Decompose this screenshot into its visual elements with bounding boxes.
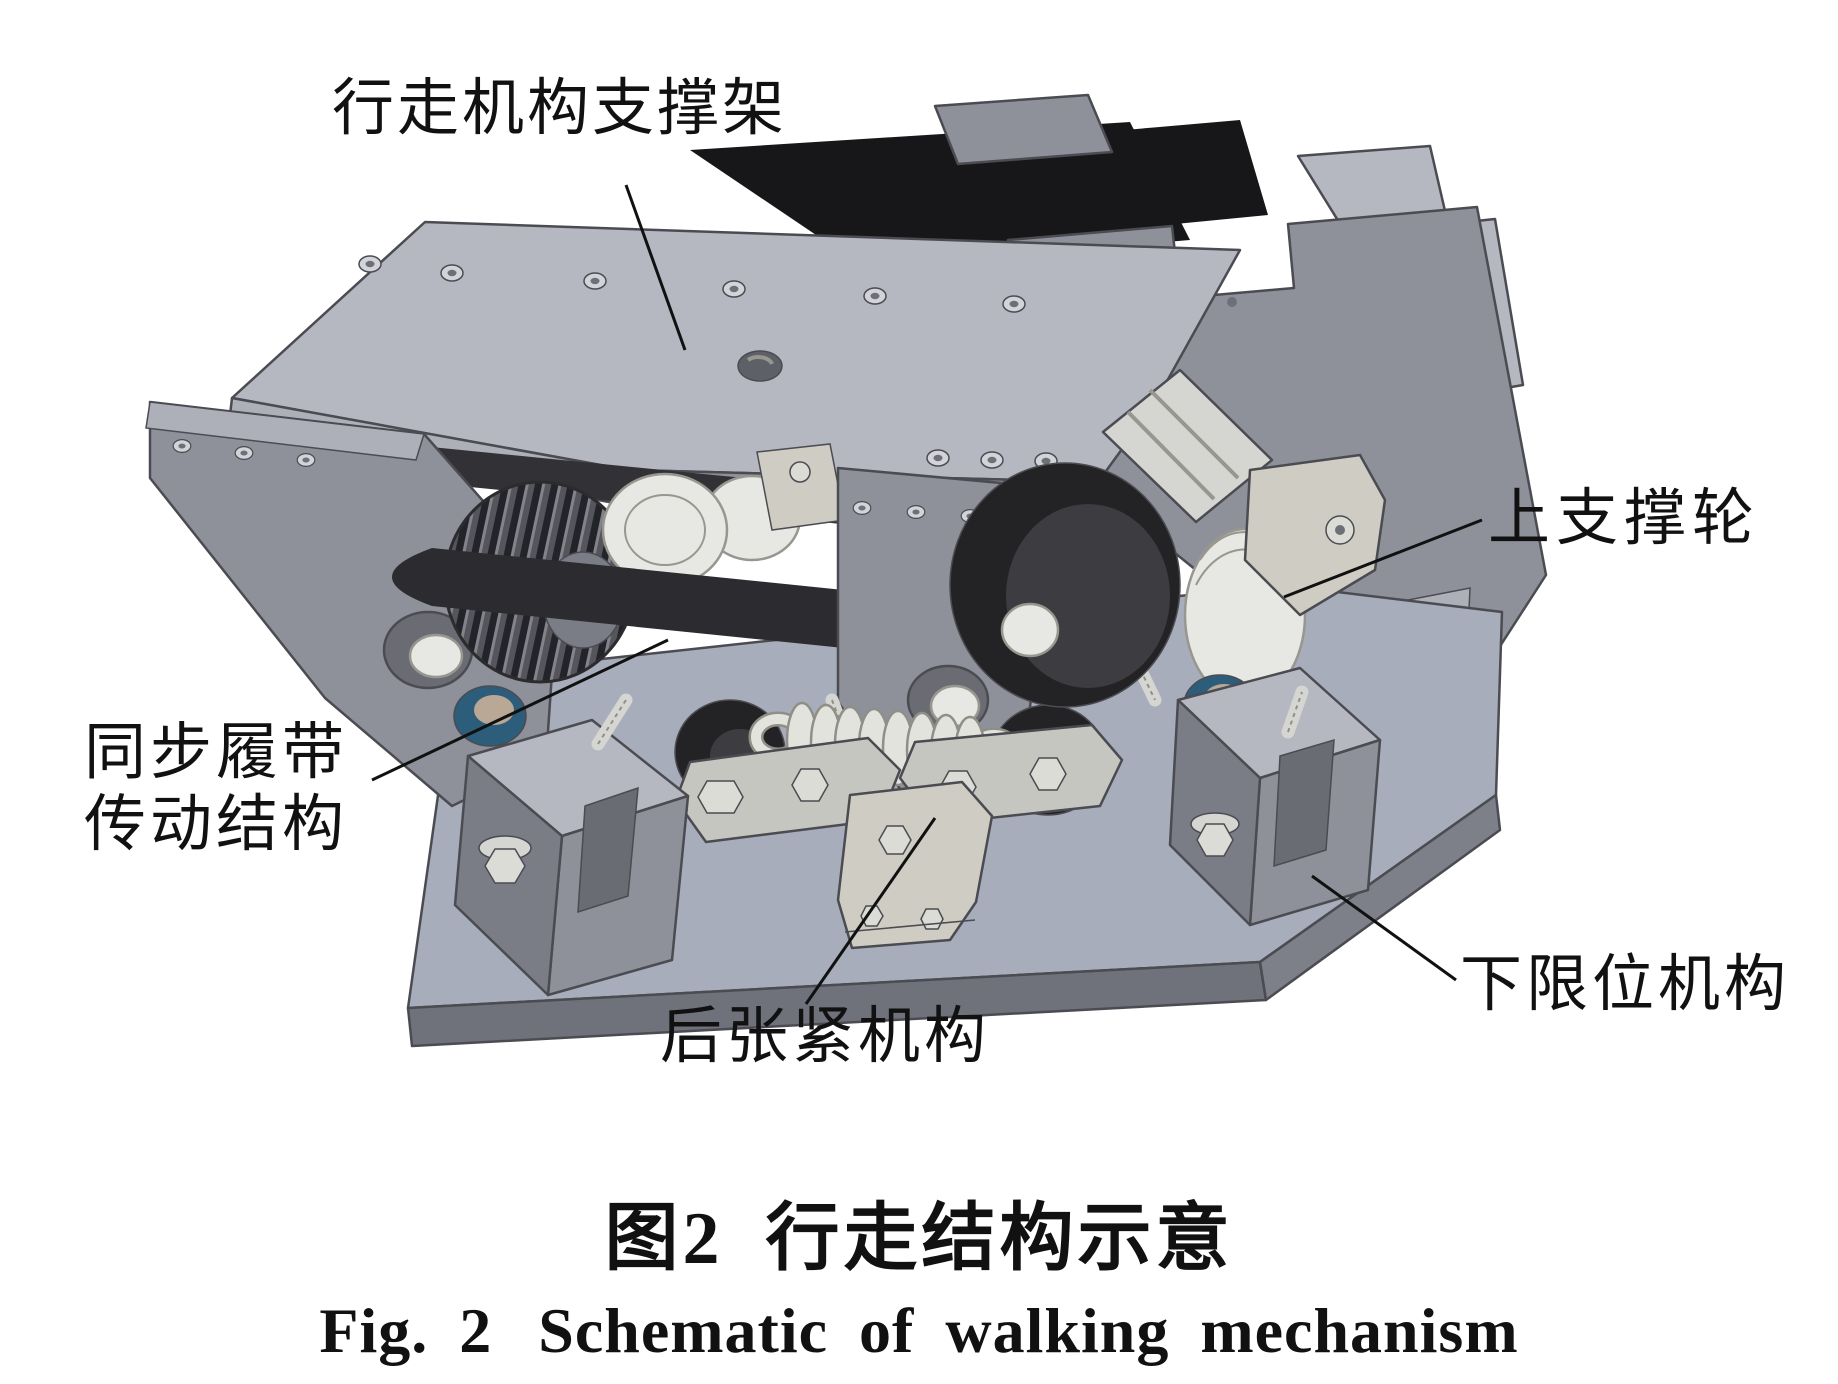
caption-zh-number: 图2	[604, 1198, 724, 1280]
block-slot	[1273, 738, 1335, 868]
hex-bolt	[878, 825, 912, 855]
label-rear-tensioner: 后张紧机构	[660, 1003, 991, 1071]
label-sync-belt-drive: 同步履带 传动结构	[84, 718, 348, 862]
bracket-screw-center	[1335, 525, 1345, 535]
leader-sync-belt	[371, 638, 669, 782]
label-upper-support-wheel: 上支撑轮	[1488, 485, 1761, 553]
leader-lower-limit	[1311, 874, 1457, 982]
left-plate-bevel	[145, 401, 425, 461]
hex-bolt	[484, 848, 526, 884]
base-right-edge	[1258, 793, 1502, 1002]
label-lower-limit: 下限位机构	[1460, 951, 1791, 1019]
label-sync-belt-line1: 同步履带	[84, 719, 349, 787]
tab-screw	[789, 461, 811, 483]
drive-wheel-inner	[1006, 504, 1170, 688]
mount-tab	[756, 443, 846, 531]
limit-block-right	[1168, 666, 1382, 927]
caption-zh-title: 行走结构示意	[765, 1198, 1234, 1280]
motor-body	[690, 122, 1190, 268]
leader-rear-tensioner	[804, 817, 937, 1005]
hex-nut	[920, 908, 944, 930]
caption-chinese: 图2 行走结构示意	[0, 1178, 1838, 1285]
drive-wheel-hub	[1000, 602, 1060, 658]
support-wheel-bracket	[1243, 453, 1387, 617]
hex-bolt	[791, 768, 829, 802]
motor-end-cap	[1125, 120, 1268, 226]
motor-connector	[933, 93, 1114, 166]
hex-bolt	[697, 780, 744, 814]
tensioner-bracket	[836, 780, 994, 950]
label-sync-belt-line2: 传动结构	[84, 790, 349, 859]
wall-hole	[1227, 297, 1237, 307]
caption-en-title: Schematic of walking mechanism	[538, 1295, 1519, 1366]
leader-lines	[371, 184, 1483, 1005]
motor-shaft-coupling	[1101, 368, 1274, 524]
left-plate-bore-inner	[408, 633, 464, 679]
leader-upper-support-wheel	[1283, 518, 1483, 599]
drive-wheel	[949, 462, 1181, 708]
hex-nut	[860, 905, 884, 927]
caption-english: Fig. 2 Schematic of walking mechanism	[0, 1294, 1838, 1368]
caption-en-number: Fig. 2	[319, 1295, 493, 1366]
label-support-frame: 行走机构支撑架	[332, 75, 788, 143]
limit-block-left	[453, 693, 690, 997]
leader-support-frame	[624, 184, 687, 351]
tensioner-arm-left	[674, 736, 902, 844]
plate-center-hole-highlight	[746, 355, 774, 365]
drive-motor	[690, 93, 1268, 268]
hex-bolt	[1196, 823, 1234, 857]
left-plate-screws	[172, 438, 316, 468]
hex-bolt	[1029, 757, 1067, 791]
block-slot	[577, 786, 639, 914]
